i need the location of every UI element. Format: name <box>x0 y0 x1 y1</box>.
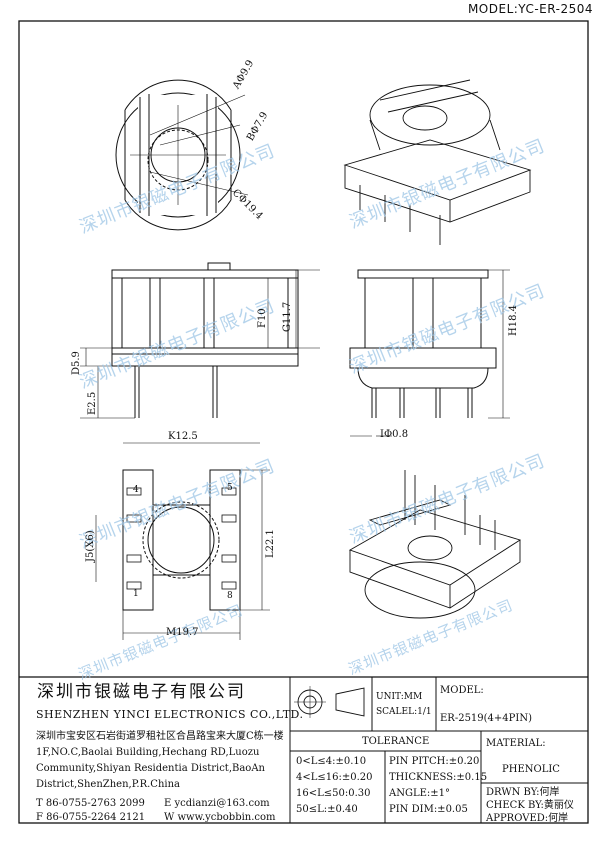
dim-j: J5(X6) <box>85 530 96 562</box>
model-label: MODEL: <box>440 685 484 696</box>
dim-f: F10 <box>257 308 268 328</box>
company-name-en: SHENZHEN YINCI ELECTRONICS CO.,LTD. <box>36 708 304 721</box>
projection-symbol <box>294 686 365 718</box>
tolerance-pin-dim: PIN DIM:±0.05 <box>389 804 468 815</box>
address-en-2: Community,Shiyan Residentia District,Bao… <box>36 763 265 774</box>
tolerance-row-1: 0<L≤4:±0.10 <box>296 756 367 767</box>
dim-g: G11.7 <box>282 301 293 332</box>
pin-label-5: 5 <box>227 483 233 493</box>
pin-label-1: 1 <box>133 589 139 599</box>
dim-i: IΦ0.8 <box>380 429 409 440</box>
drawn-by: DRWN BY:何岸 <box>486 787 560 798</box>
tolerance-row-3: 16<L≤50:0.30 <box>296 788 371 799</box>
contact-fax: F 86-0755-2264 2121 <box>36 812 146 823</box>
pin-label-8: 8 <box>227 591 233 601</box>
dim-e: E2.5 <box>87 391 98 415</box>
front-view <box>80 262 320 419</box>
side-view <box>349 269 510 437</box>
top-view <box>115 79 249 231</box>
iso-view-bottom <box>348 470 522 619</box>
contact-tel: T 86-0755-2763 2099 <box>36 798 145 809</box>
tolerance-title: TOLERANCE <box>362 736 430 747</box>
tolerance-angle: ANGLE:±1° <box>389 788 451 799</box>
dim-l: L22.1 <box>265 529 276 558</box>
contact-web: W www.ycbobbin.com <box>164 812 276 823</box>
checked-by: CHECK BY:黄丽仪 <box>486 800 574 811</box>
material-value: PHENOLIC <box>502 764 560 775</box>
drawing-frame <box>18 20 589 824</box>
tolerance-row-2: 4<L≤16:±0.20 <box>296 772 373 783</box>
dim-k: K12.5 <box>168 431 198 442</box>
company-name-cn: 深圳市银磁电子有限公司 <box>37 682 246 702</box>
tolerance-thickness: THICKNESS:±0.15 <box>389 772 488 783</box>
iso-view-top <box>343 79 532 245</box>
tolerance-pin-pitch: PIN PITCH:±0.20 <box>389 756 480 767</box>
dim-m: M19.7 <box>166 627 199 638</box>
address-cn: 深圳市宝安区石岩街道罗租社区合昌路宝来大厦C栋一楼 <box>36 731 284 742</box>
address-en-1: 1F,NO.C,Baolai Building,Hechang RD,Luozu <box>36 747 260 758</box>
pin-label-4: 4 <box>133 485 139 495</box>
scale-label: SCALEL:1/1 <box>376 707 432 717</box>
bottom-view <box>95 442 270 640</box>
model-value: ER-2519(4+4PIN) <box>440 713 532 724</box>
unit-label: UNIT:MM <box>376 692 423 702</box>
dim-h: H18.4 <box>508 305 519 336</box>
approved-by: APPROVED:何岸 <box>486 813 569 824</box>
material-label: MATERIAL: <box>486 738 546 749</box>
header-model: MODEL:YC-ER-2504 <box>467 2 593 16</box>
dim-d: D5.9 <box>71 351 82 375</box>
tolerance-row-4: 50≤L:±0.40 <box>296 804 358 815</box>
contact-email: E ycdianzi@163.com <box>164 798 270 809</box>
address-en-3: District,ShenZhen,P.R.China <box>36 779 180 790</box>
